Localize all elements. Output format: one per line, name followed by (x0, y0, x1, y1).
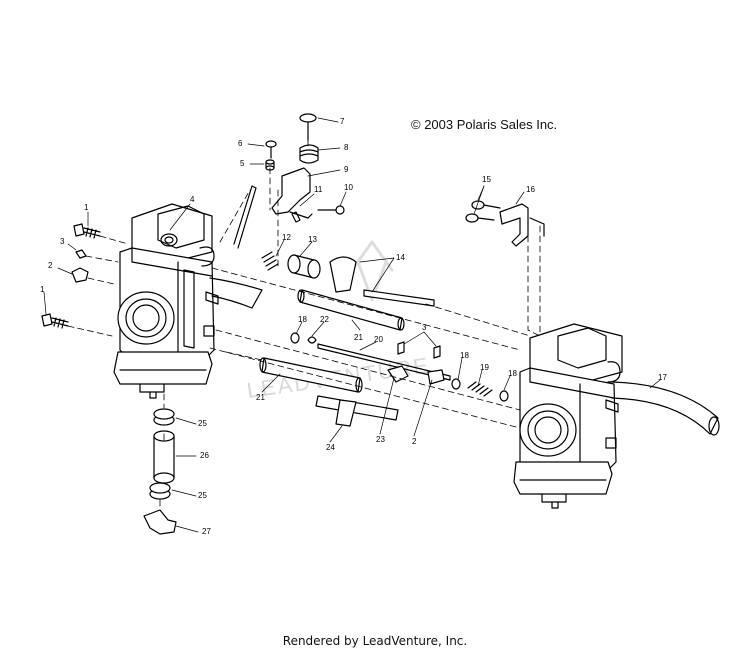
callout-9: 9 (344, 165, 349, 174)
callout-20: 20 (374, 335, 383, 344)
callout-18a: 18 (298, 315, 307, 324)
callout-7: 7 (340, 117, 345, 126)
rod-20 (317, 343, 451, 381)
callout-24: 24 (326, 443, 335, 452)
callout-numbers: 1 3 2 1 4 6 5 7 8 9 11 10 12 13 14 15 16… (40, 117, 667, 536)
callout-19: 19 (480, 363, 489, 372)
copyright-notice: © 2003 Polaris Sales Inc. (411, 117, 558, 132)
callout-23: 23 (376, 435, 385, 444)
hose-17 (611, 381, 720, 436)
left-screws (41, 223, 101, 329)
bracket-16 (465, 200, 545, 247)
callout-8: 8 (344, 143, 349, 152)
callout-26: 26 (200, 451, 209, 460)
callout-leaders (43, 117, 661, 533)
callout-25b: 25 (198, 491, 207, 500)
callout-4: 4 (190, 195, 195, 204)
callout-21a: 21 (354, 333, 363, 342)
callout-2a: 2 (48, 261, 53, 270)
callout-16: 16 (526, 185, 535, 194)
spring-19 (451, 378, 509, 402)
callout-12: 12 (282, 233, 291, 242)
callout-13: 13 (308, 235, 317, 244)
clip-18-22 (290, 332, 317, 344)
callout-21b: 21 (256, 393, 265, 402)
tube-21-lower (259, 357, 363, 393)
right-carburetor (513, 323, 623, 509)
callout-3b: 3 (422, 323, 427, 332)
left-carburetor (113, 203, 263, 399)
callout-6: 6 (238, 139, 243, 148)
bowl-drain-parts (143, 408, 177, 535)
callout-25a: 25 (198, 419, 207, 428)
callout-3a: 3 (60, 237, 65, 246)
footer-credit: Rendered by LeadVenture, Inc. (282, 634, 468, 648)
throttle-cam-assembly (233, 113, 345, 249)
callout-18b: 18 (460, 351, 469, 360)
callout-1b: 1 (40, 285, 45, 294)
callout-27: 27 (202, 527, 211, 536)
collar-13 (287, 254, 321, 279)
callout-2b: 2 (412, 437, 417, 446)
callout-18c: 18 (508, 369, 517, 378)
callout-15: 15 (482, 175, 491, 184)
callout-11: 11 (314, 185, 323, 194)
tee-fitting-24 (315, 395, 399, 427)
leader-lines (67, 139, 541, 511)
callout-14: 14 (396, 253, 405, 262)
callout-17: 17 (658, 373, 667, 382)
spring-12 (261, 251, 279, 271)
callout-22: 22 (320, 315, 329, 324)
callout-5: 5 (240, 159, 245, 168)
callout-10: 10 (344, 183, 353, 192)
cam-lever-14 (329, 256, 435, 307)
callout-1a: 1 (84, 203, 89, 212)
